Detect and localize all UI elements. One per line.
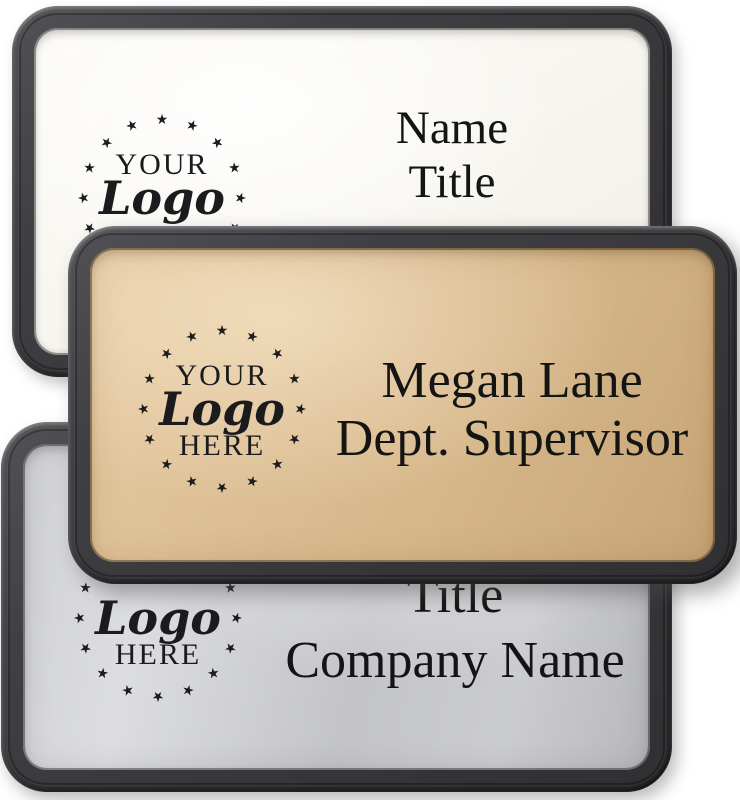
star-icon: ★ xyxy=(242,327,261,347)
gold-name-badge: ★★★★★★★★★★★★★★★★ YOUR Logo HERE Megan La… xyxy=(68,226,737,584)
title-line: Title xyxy=(408,156,496,208)
star-icon: ★ xyxy=(123,116,142,136)
logo-star-ring: ★★★★★★★★★★★★★★★★ xyxy=(67,103,257,293)
logo-text-logo: Logo xyxy=(99,171,225,225)
logo-text-logo: Logo xyxy=(95,591,221,645)
star-icon: ★ xyxy=(119,680,138,700)
gold-badge-plate xyxy=(90,248,715,562)
logo-text-here: HERE xyxy=(114,638,202,671)
star-icon: ★ xyxy=(215,323,229,339)
star-icon: ★ xyxy=(242,471,261,491)
company-name-line: Company Name xyxy=(285,632,625,689)
your-logo-placeholder: ★★★★★★★★★★★★★★★★ YOUR Logo HERE xyxy=(127,314,317,504)
star-icon: ★ xyxy=(155,112,169,128)
star-icon: ★ xyxy=(178,680,197,700)
star-icon: ★ xyxy=(183,327,202,347)
logo-star-ring: ★★★★★★★★★★★★★★★★ xyxy=(127,314,317,504)
white-name-badge: ★★★★★★★★★★★★★★★★ YOUR Logo Name Title xyxy=(12,6,672,377)
badge-text: Name Title xyxy=(252,101,652,209)
star-icon: ★ xyxy=(183,471,202,491)
name-line: Name xyxy=(395,102,509,154)
logo-text-your: YOUR xyxy=(175,359,269,392)
badge-text: Megan Lane Dept. Supervisor xyxy=(302,352,722,468)
name-line: Megan Lane xyxy=(381,352,643,409)
star-icon: ★ xyxy=(151,688,165,704)
logo-text-logo: Logo xyxy=(159,382,285,436)
your-logo-placeholder: ★★★★★★★★★★★★★★★★ YOUR Logo xyxy=(67,103,257,293)
star-icon: ★ xyxy=(182,116,201,136)
logo-text-here: HERE xyxy=(178,429,266,462)
title-line: Dept. Supervisor xyxy=(335,410,689,467)
your-logo-placeholder: ★★★★★★★★★★★★★★★★ Logo HERE xyxy=(63,523,253,713)
star-icon: ★ xyxy=(215,479,229,495)
logo-text-your: YOUR xyxy=(115,148,209,181)
